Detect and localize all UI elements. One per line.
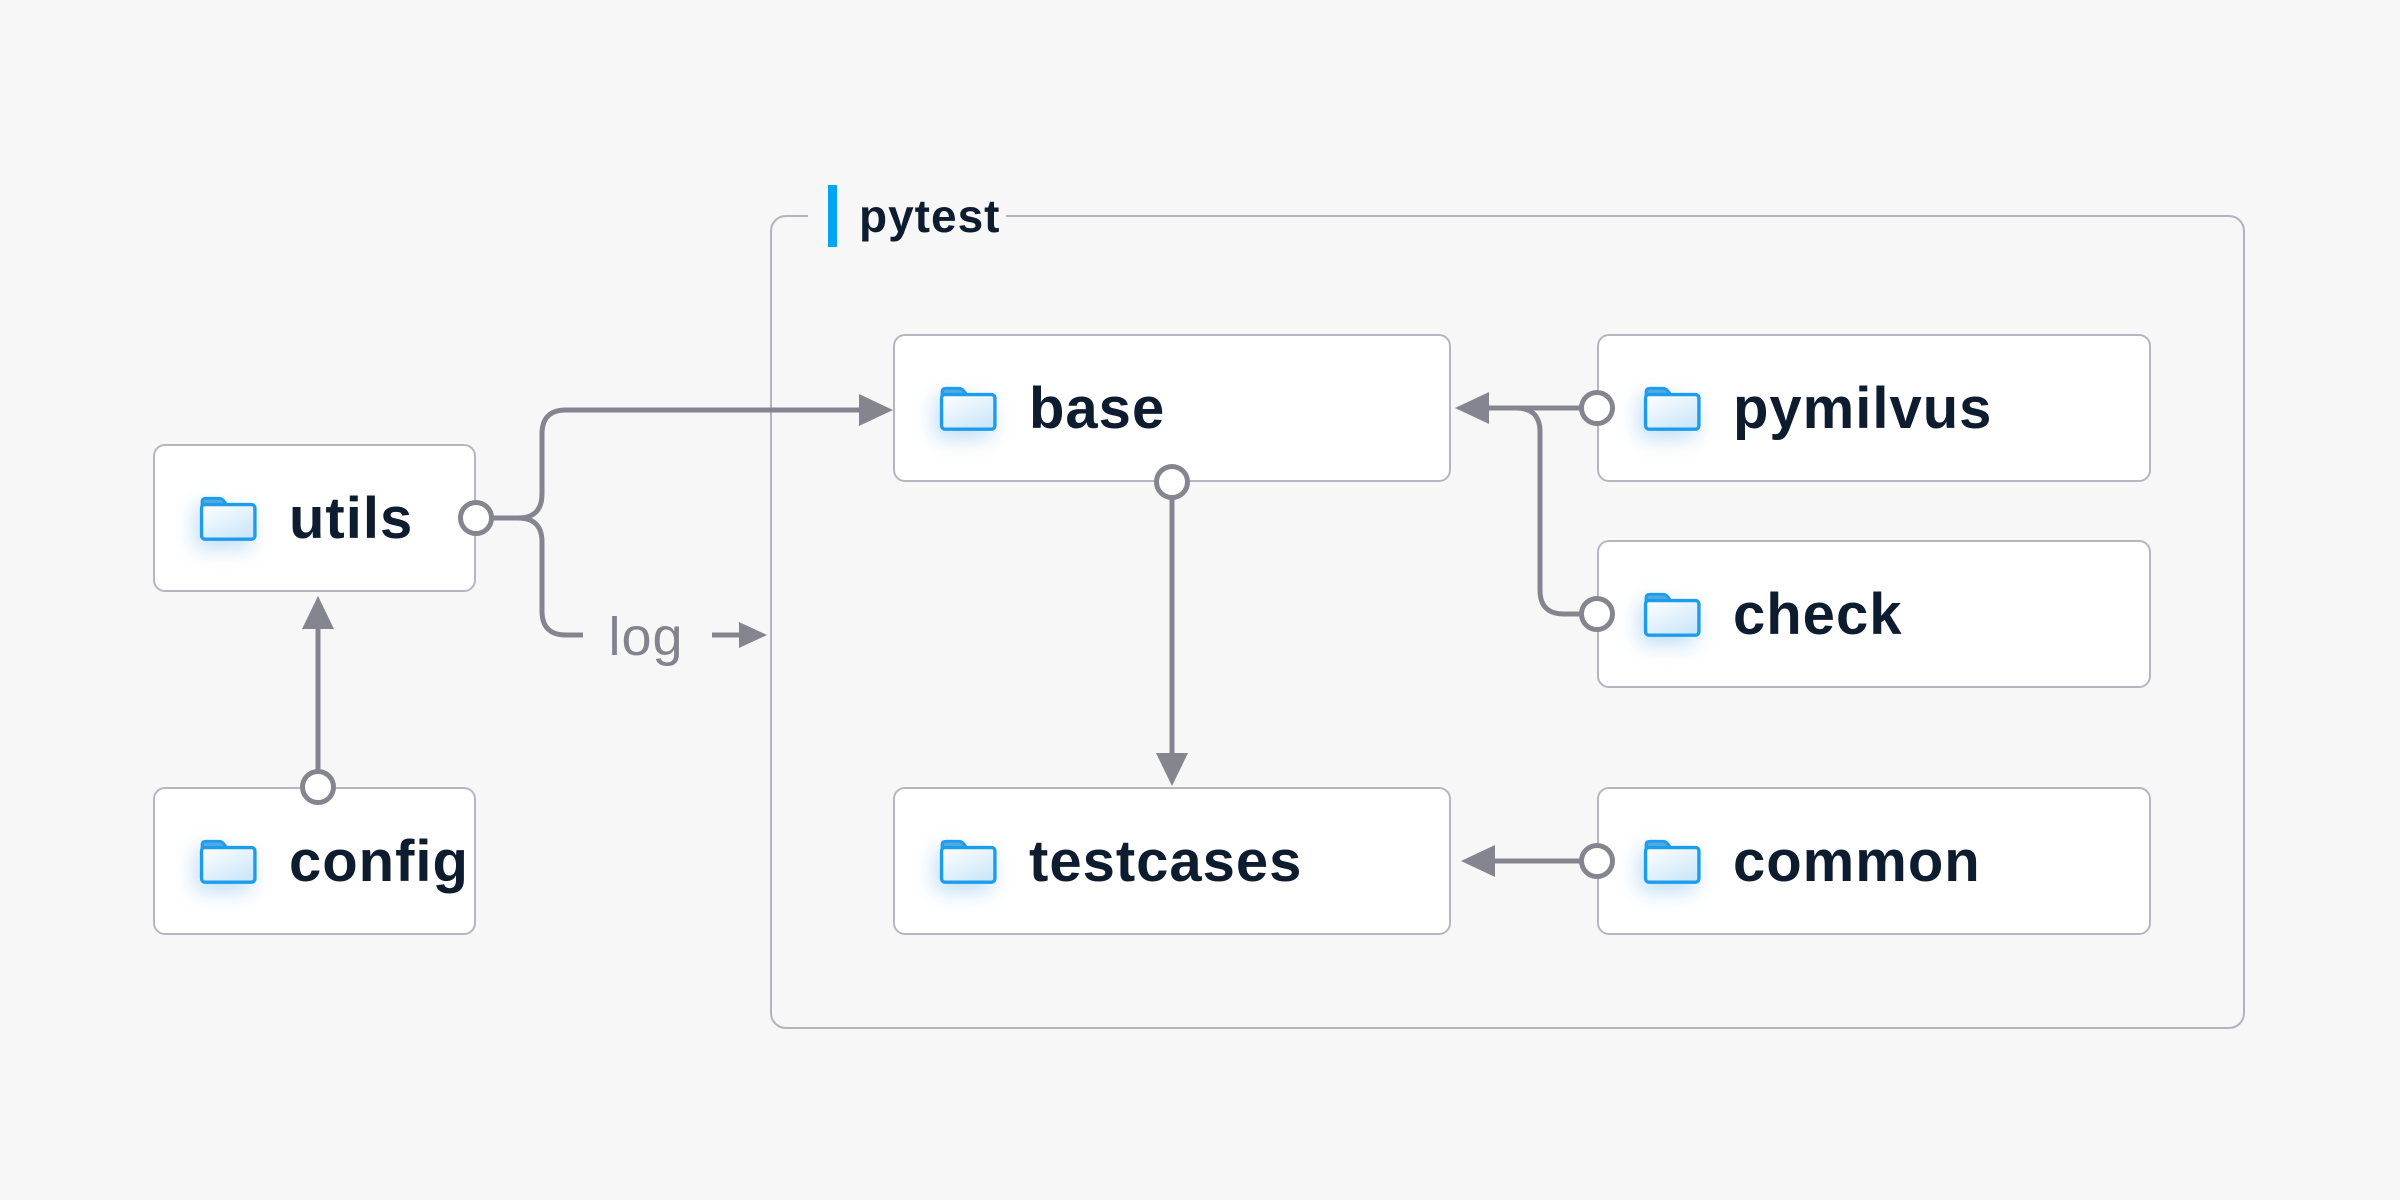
folder-icon [1641,836,1703,886]
pytest-group-label: pytest [808,183,1007,249]
folder-icon [1641,383,1703,433]
node-pymilvus: pymilvus [1597,334,2151,482]
pytest-group-container: pytest [770,183,2245,1029]
node-label: testcases [1029,828,1303,894]
folder-icon [937,836,999,886]
node-common: common [1597,787,2151,935]
node-base: base [893,334,1451,482]
node-label: common [1733,828,1981,894]
node-label: utils [289,485,414,551]
folder-icon [197,836,259,886]
edge-config-utils [302,596,334,772]
group-title: pytest [859,190,1001,242]
folder-icon [1641,589,1703,639]
node-label: pymilvus [1733,375,1993,441]
node-label: config [289,828,469,894]
arrowhead [739,622,767,648]
folder-icon [197,493,259,543]
arrowhead [302,596,334,629]
node-label: base [1029,375,1166,441]
node-label: check [1733,581,1903,647]
edge-label-log: log [608,607,684,667]
node-config: config [153,787,476,935]
accent-bar [828,185,837,247]
folder-icon [937,383,999,433]
node-testcases: testcases [893,787,1451,935]
node-utils: utils [153,444,476,592]
node-check: check [1597,540,2151,688]
